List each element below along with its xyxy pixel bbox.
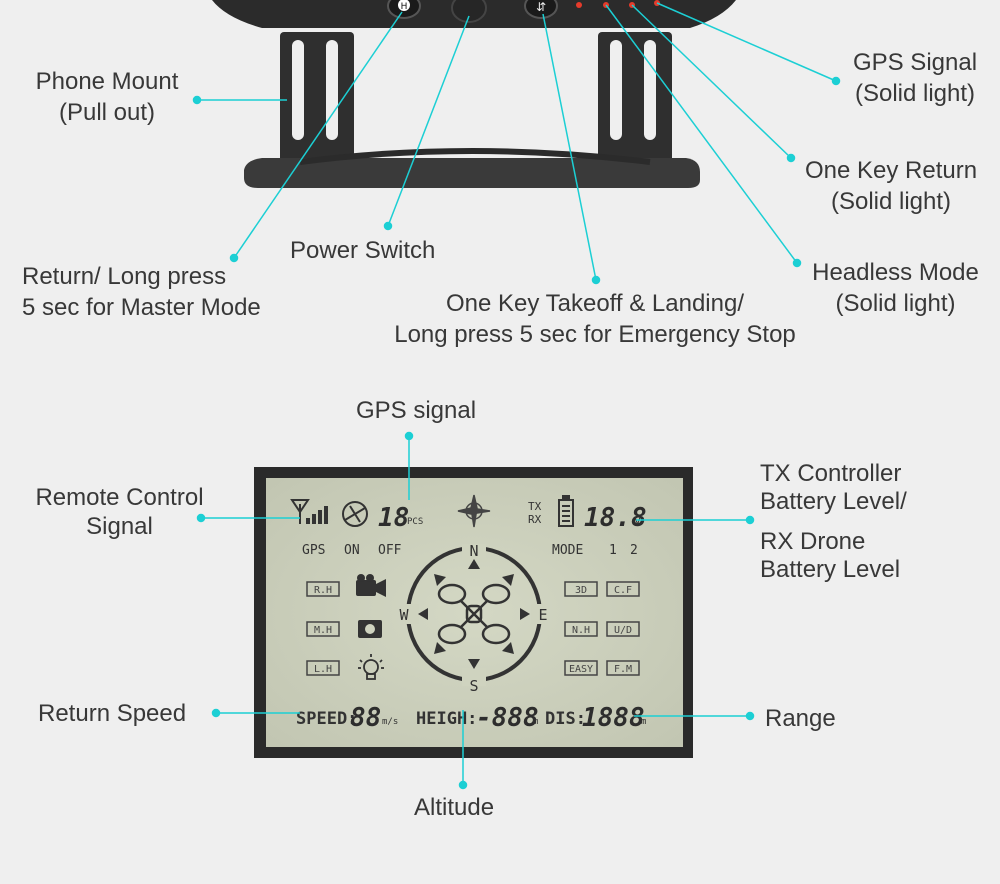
phone-mount[interactable] xyxy=(244,32,700,188)
gps-count: 18 xyxy=(378,503,409,533)
return-button[interactable]: H xyxy=(387,0,421,19)
mode-box-3d: 3D xyxy=(564,581,598,597)
height-unit: m xyxy=(533,717,538,727)
gps-unit: PCS xyxy=(407,517,423,527)
dis-label: DIS: xyxy=(545,709,586,729)
drone-icon xyxy=(437,583,511,645)
light-bulb-icon xyxy=(358,654,384,680)
compass-e: E xyxy=(538,606,547,624)
dis-unit: m xyxy=(641,717,646,727)
dis-value: 1888 xyxy=(582,703,645,733)
svg-text:F.M: F.M xyxy=(614,664,632,675)
mode-box-cf: C.F xyxy=(606,581,640,597)
battery-icon xyxy=(558,495,574,527)
svg-text:N.H: N.H xyxy=(572,625,590,636)
lcd-display: 18 PCS TX RX 18.8 v GPS ON OFF MODE 1 2 xyxy=(254,467,693,758)
takeoff-landing-label: One Key Takeoff & Landing/Long press 5 s… xyxy=(394,290,796,348)
compass-s: S xyxy=(469,677,478,695)
mode-box-lh: L.H xyxy=(306,660,340,676)
power-switch[interactable] xyxy=(451,0,487,23)
svg-text:C.F: C.F xyxy=(614,585,632,596)
mode-box-mh: M.H xyxy=(306,621,340,637)
mode-box-rh: R.H xyxy=(306,581,340,597)
attitude-compass: N S E W xyxy=(399,542,547,695)
compass-rose-icon xyxy=(457,494,491,528)
rx-label: RX xyxy=(528,513,542,526)
takeoff-landing-button[interactable]: ⇵ xyxy=(524,0,558,19)
gps-on-label: ON xyxy=(344,543,360,558)
mode-label: MODE xyxy=(552,543,583,558)
led-indicator xyxy=(576,2,582,8)
one-key-return-label: One Key Return(Solid light) xyxy=(804,157,978,215)
photo-camera-icon xyxy=(358,620,382,638)
mode-2-label: 2 xyxy=(630,543,638,558)
leader-lines-bottom xyxy=(196,431,755,790)
mode-box-ud: U/D xyxy=(606,621,640,637)
gps-signal-light-label: GPS Signal(Solid light) xyxy=(852,49,978,107)
compass-n: N xyxy=(469,542,478,560)
mode-box-fm: F.M xyxy=(606,660,640,676)
speed-label: SPEED: xyxy=(296,709,357,729)
svg-text:L.H: L.H xyxy=(314,664,332,675)
mode-box-easy: EASY xyxy=(564,660,598,676)
svg-text:M.H: M.H xyxy=(314,625,332,636)
gps-off-label: OFF xyxy=(378,543,402,558)
return-button-glyph: H xyxy=(401,2,408,12)
mode-box-nh: N.H xyxy=(564,621,598,637)
altitude-label: Altitude xyxy=(414,794,495,821)
height-label: HEIGH: xyxy=(416,709,477,729)
video-camera-icon xyxy=(356,574,386,597)
voltage-value: 18.8 xyxy=(584,503,647,533)
leader-lines-top xyxy=(192,2,841,285)
phone-mount-label: Phone Mount(Pull out) xyxy=(35,68,179,126)
svg-text:R.H: R.H xyxy=(314,585,332,596)
takeoff-button-glyph: ⇵ xyxy=(536,0,546,14)
controller-illustration: H ⇵ xyxy=(212,0,736,188)
return-speed-label: Return Speed xyxy=(38,700,187,727)
range-label: Range xyxy=(765,705,836,732)
tx-label: TX xyxy=(528,500,542,513)
svg-text:3D: 3D xyxy=(575,585,587,596)
svg-text:EASY: EASY xyxy=(569,664,593,675)
speed-unit: m/s xyxy=(382,717,398,727)
signal-bars-icon xyxy=(290,499,328,524)
gps-signal-lcd-label: GPS signal xyxy=(356,397,477,424)
gps-label: GPS xyxy=(302,543,325,558)
height-value: -888 xyxy=(476,703,539,733)
svg-text:U/D: U/D xyxy=(614,625,632,636)
headless-mode-label: Headless Mode(Solid light) xyxy=(812,259,979,317)
compass-w: W xyxy=(399,606,409,624)
speed-value: 88 xyxy=(350,703,381,733)
satellite-icon xyxy=(342,501,368,527)
power-switch-label: Power Switch xyxy=(290,237,436,264)
mode-1-label: 1 xyxy=(609,543,617,558)
